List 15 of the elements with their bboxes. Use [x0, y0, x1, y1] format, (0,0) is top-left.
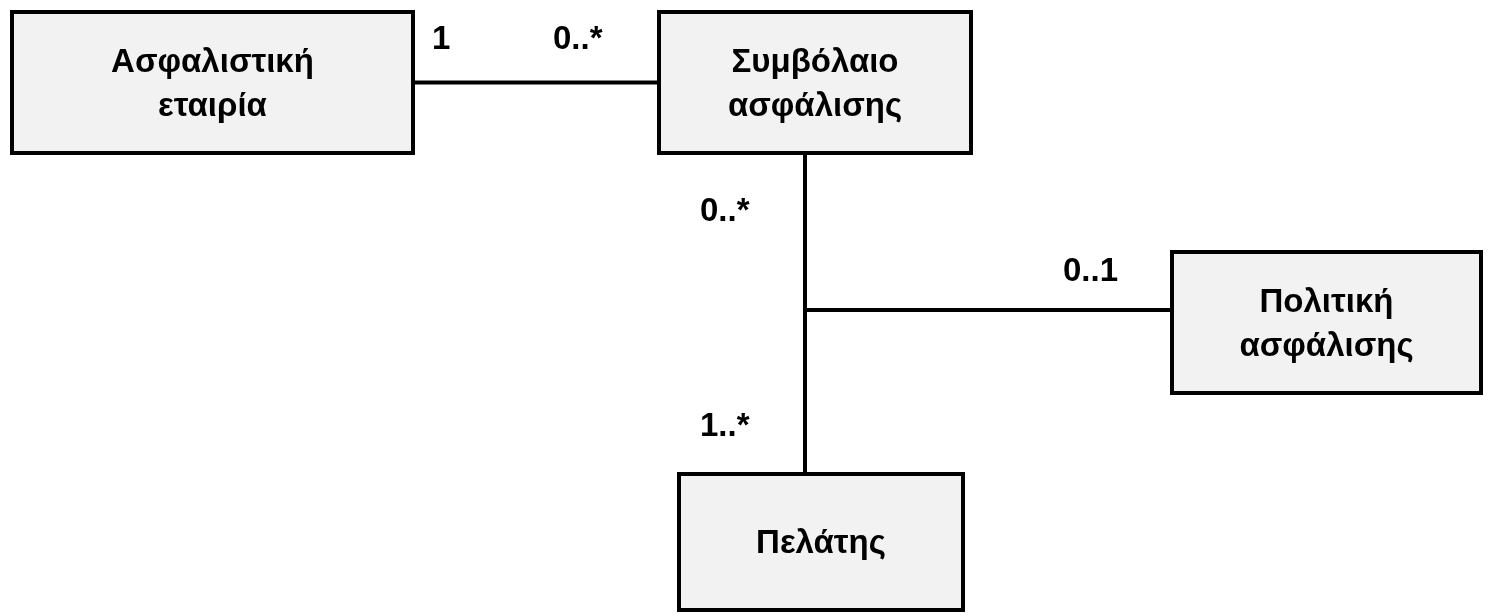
multiplicity-label: 0..* — [553, 18, 603, 58]
association-line — [415, 80, 657, 85]
class-box — [10, 10, 415, 155]
class-name: Πολιτική ασφάλισης — [1238, 280, 1415, 365]
class-box — [1170, 250, 1483, 395]
multiplicity-label: 0..* — [700, 190, 750, 230]
class-box — [677, 472, 965, 612]
class-name: Πελάτης — [756, 522, 886, 562]
multiplicity-label: 0..1 — [1063, 250, 1119, 290]
association-line — [803, 155, 1170, 312]
multiplicity-label: 1 — [432, 18, 451, 58]
class-name: Συμβόλαιο ασφάλισης — [726, 40, 904, 125]
class-name: Ασφαλιστική εταιρία — [110, 40, 315, 125]
multiplicity-label: 1..* — [700, 405, 750, 445]
class-box — [657, 10, 973, 155]
